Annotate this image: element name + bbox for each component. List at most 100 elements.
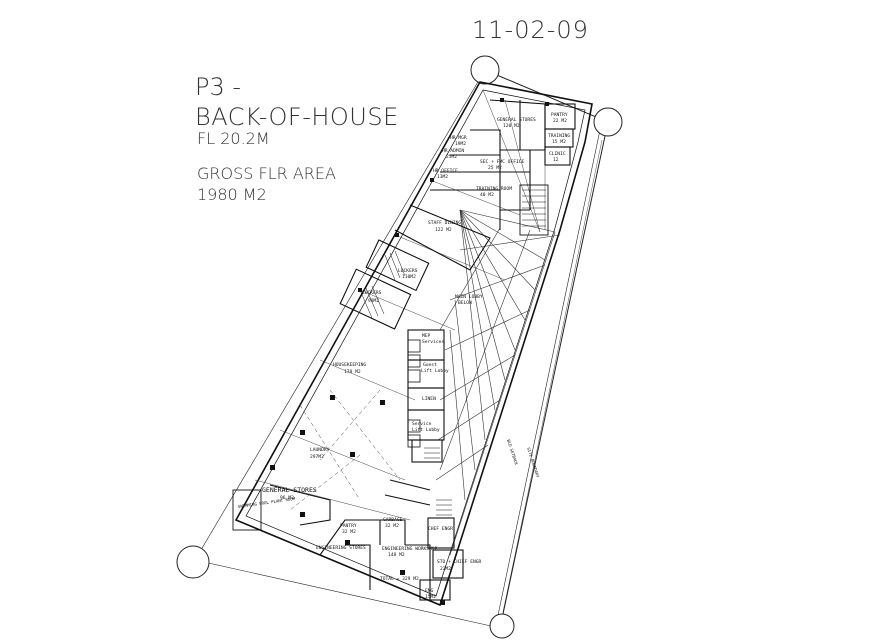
svg-text:ENG: ENG bbox=[425, 588, 434, 594]
svg-text:CLINIC: CLINIC bbox=[549, 151, 566, 157]
svg-text:LINEN: LINEN bbox=[422, 396, 436, 402]
svg-text:ENGINEERING WORKSHOP: ENGINEERING WORKSHOP bbox=[382, 546, 438, 552]
room-engineering-stores: ENGINEERING STORES bbox=[316, 545, 366, 551]
grid-lines bbox=[254, 89, 546, 521]
svg-text:MEP: MEP bbox=[422, 333, 431, 339]
svg-text:PANTRY: PANTRY bbox=[340, 523, 357, 529]
svg-text:297M2: 297M2 bbox=[310, 454, 324, 460]
site-boundary bbox=[194, 69, 609, 629]
building-outline bbox=[234, 81, 593, 607]
setback-label: BLD SETBACK bbox=[506, 439, 519, 466]
svg-text:178 M2: 178 M2 bbox=[344, 369, 361, 375]
svg-text:TOTAL = 329 M2: TOTAL = 329 M2 bbox=[380, 576, 419, 582]
svg-text:MAIN LOBBY: MAIN LOBBY bbox=[455, 294, 483, 300]
svg-text:GENERAL STORES: GENERAL STORES bbox=[497, 117, 536, 123]
svg-text:HOUSEKEEPING: HOUSEKEEPING bbox=[333, 362, 366, 368]
svg-text:PANTRY: PANTRY bbox=[551, 112, 568, 118]
svg-text:BELOW: BELOW bbox=[458, 300, 472, 306]
svg-text:LOCKERS: LOCKERS bbox=[398, 268, 418, 274]
svg-text:LAUNDRY: LAUNDRY bbox=[310, 447, 330, 453]
svg-text:LOCKERS: LOCKERS bbox=[362, 290, 382, 296]
svg-text:110M2: 110M2 bbox=[402, 274, 416, 280]
svg-text:25M2: 25M2 bbox=[446, 154, 457, 160]
svg-text:STO + CHIEF ENGR: STO + CHIEF ENGR bbox=[437, 559, 481, 565]
corner-circle-left bbox=[176, 545, 210, 579]
svg-text:SWIMMING POOL PLANT ROOM: SWIMMING POOL PLANT ROOM bbox=[237, 496, 296, 509]
plan-title-line2: BACK-OF-HOUSE bbox=[195, 103, 399, 131]
svg-text:Service: Service bbox=[412, 421, 432, 427]
room-linen: LINEN bbox=[422, 396, 436, 402]
svg-text:96 M2: 96 M2 bbox=[280, 495, 294, 501]
svg-text:148 M2: 148 M2 bbox=[388, 552, 405, 558]
svg-text:SEC + FMC OFFICE: SEC + FMC OFFICE bbox=[480, 159, 524, 165]
svg-text:Services: Services bbox=[422, 339, 444, 345]
svg-text:40 M2: 40 M2 bbox=[480, 192, 494, 198]
svg-text:ENGINEERING STORES: ENGINEERING STORES bbox=[316, 545, 366, 551]
svg-text:HR OFFICE: HR OFFICE bbox=[433, 168, 458, 174]
room-total: TOTAL = 329 M2 bbox=[380, 576, 419, 582]
svg-text:GARBAGE: GARBAGE bbox=[383, 517, 403, 523]
room-partitions bbox=[232, 99, 576, 601]
svg-text:CHEF ENGR: CHEF ENGR bbox=[428, 526, 453, 532]
svg-text:25 M2: 25 M2 bbox=[488, 165, 502, 171]
svg-text:STAFF DINING: STAFF DINING bbox=[428, 220, 461, 226]
room-chef: CHEF ENGR bbox=[428, 526, 453, 532]
plan-title-line1: P3 - bbox=[195, 73, 241, 101]
corner-circle-bottom bbox=[489, 613, 515, 639]
svg-text:15M2: 15M2 bbox=[425, 594, 436, 600]
atrium-void-lines bbox=[435, 209, 561, 556]
svg-text:120 M2: 120 M2 bbox=[503, 123, 520, 129]
svg-text:HR ADMIN: HR ADMIN bbox=[442, 148, 464, 154]
svg-text:32 M2: 32 M2 bbox=[385, 523, 399, 529]
svg-text:TRAINING ROOM: TRAINING ROOM bbox=[476, 186, 512, 192]
room-swimming-pool-plant: SWIMMING POOL PLANT ROOM bbox=[237, 496, 296, 509]
room-lockers-lower: LOCKERS 90M2 bbox=[362, 290, 382, 304]
svg-text:Lift Lobby: Lift Lobby bbox=[421, 368, 449, 374]
svg-text:GENERAL STORES: GENERAL STORES bbox=[262, 486, 317, 494]
svg-text:22M2: 22M2 bbox=[440, 566, 451, 572]
floor-level: FL 20.2M bbox=[197, 129, 270, 148]
svg-text:13M2: 13M2 bbox=[437, 174, 448, 180]
building-inner-wall bbox=[245, 89, 586, 597]
svg-text:90M2: 90M2 bbox=[368, 298, 379, 304]
corner-markers bbox=[176, 55, 623, 639]
gross-area-label: GROSS FLR AREA bbox=[197, 164, 336, 183]
svg-text:HR MGR: HR MGR bbox=[450, 135, 467, 141]
structural-columns bbox=[270, 98, 549, 605]
svg-text:Guest: Guest bbox=[423, 362, 437, 368]
svg-text:TRAINING: TRAINING bbox=[548, 133, 570, 139]
svg-text:12: 12 bbox=[553, 157, 559, 163]
svg-text:122 M2: 122 M2 bbox=[435, 227, 452, 233]
svg-text:22 M2: 22 M2 bbox=[553, 118, 567, 124]
svg-text:Lift Lobby: Lift Lobby bbox=[412, 427, 440, 433]
gross-area-value: 1980 M2 bbox=[197, 185, 267, 204]
corner-circle-right bbox=[593, 107, 623, 137]
svg-text:32 M2: 32 M2 bbox=[342, 529, 356, 535]
date-stamp: 11-02-09 bbox=[472, 16, 589, 44]
svg-text:15 M2: 15 M2 bbox=[552, 139, 566, 145]
